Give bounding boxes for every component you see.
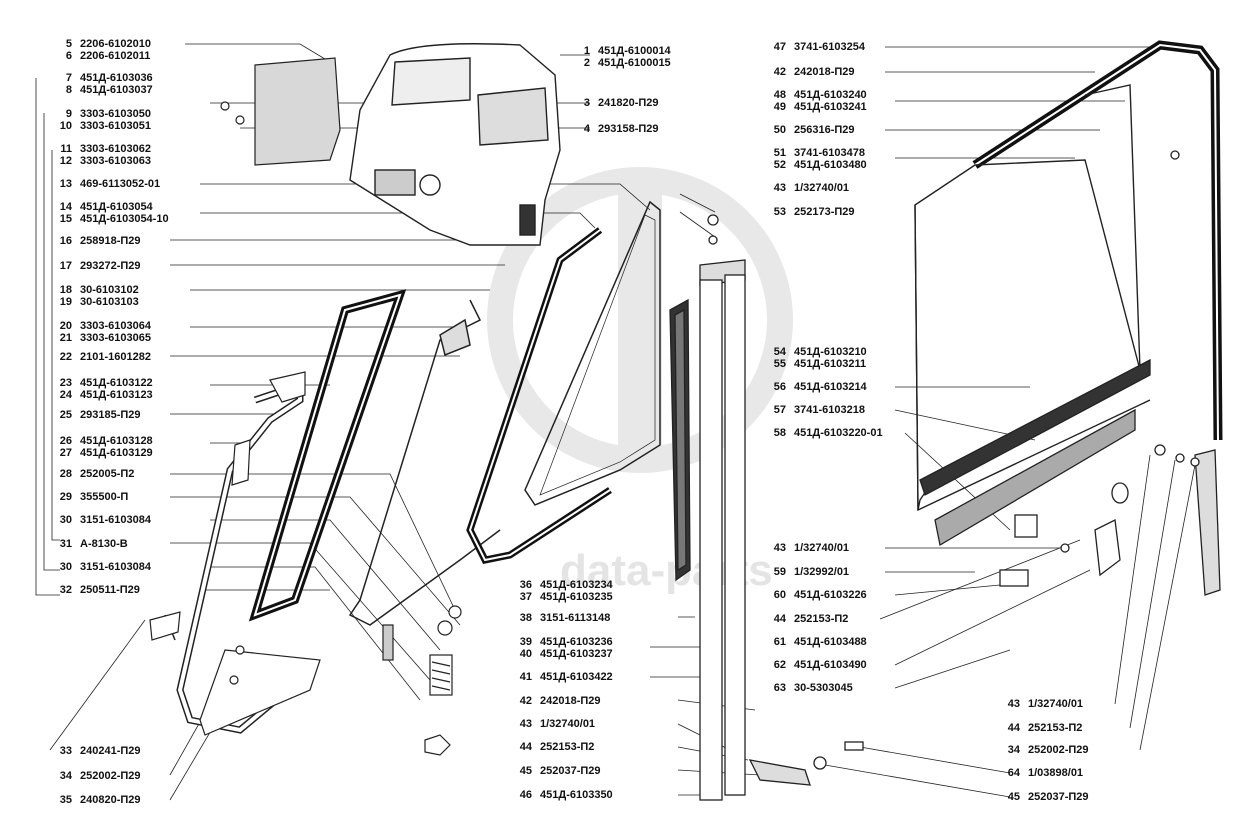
window-channel-seal — [466, 227, 612, 564]
watermark-logo: data-parts — [487, 167, 793, 595]
door-window-seal — [972, 40, 1223, 441]
frame-brackets — [149, 371, 321, 736]
vent-glass-frame — [348, 299, 501, 626]
vehicle-cab — [349, 43, 561, 246]
window-lift-channel — [919, 358, 1151, 587]
vent-seal — [248, 289, 407, 622]
regulator-bracket — [1094, 150, 1221, 596]
leader-lines — [35, 43, 1196, 801]
vent-glass — [524, 200, 661, 506]
door-window-glass — [914, 84, 1151, 512]
hinge-hardware — [382, 605, 462, 756]
glass-run-channel — [669, 214, 864, 801]
door-panel-part — [220, 57, 341, 166]
